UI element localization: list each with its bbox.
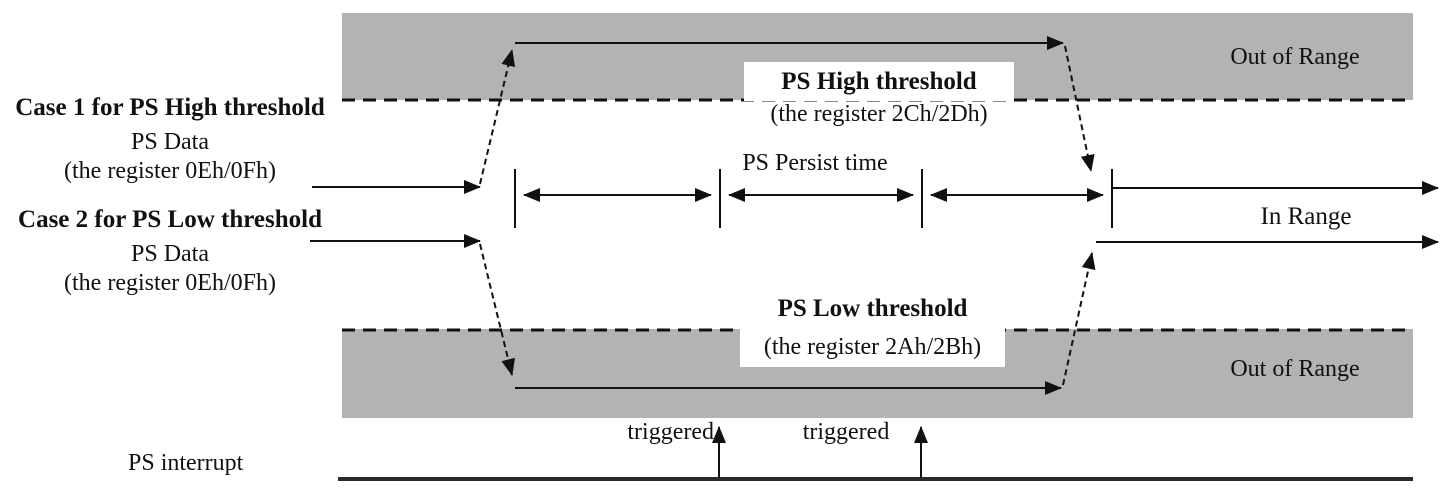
case2-title: Case 2 for PS Low threshold: [18, 206, 322, 233]
low-threshold-title: PS Low threshold: [777, 295, 968, 322]
persist-time-label: PS Persist time: [742, 150, 888, 176]
persist-time-ticks: [514, 169, 1113, 228]
high-threshold-register: (the register 2Ch/2Dh): [770, 101, 988, 127]
out-of-range-label-top: Out of Range: [1230, 44, 1360, 70]
case1-title: Case 1 for PS High threshold: [15, 94, 325, 121]
triggered-label-1: triggered: [627, 419, 714, 445]
out-of-range-label-bottom: Out of Range: [1230, 356, 1360, 382]
case2-ps-data-label: PS Data: [131, 241, 209, 267]
case2-register-label: (the register 0Eh/0Fh): [64, 270, 276, 296]
case1-signal-path: [312, 36, 1439, 195]
triggered-label-2: triggered: [802, 419, 890, 445]
case1-ps-data-label: PS Data: [131, 129, 209, 155]
low-threshold-register: (the register 2Ah/2Bh): [740, 328, 1005, 367]
case1-register-label: (the register 0Eh/0Fh): [64, 158, 276, 184]
ps-interrupt-label: PS interrupt: [128, 450, 244, 476]
in-range-label: In Range: [1260, 203, 1352, 230]
case2-signal-path: [310, 234, 1439, 395]
high-threshold-title: PS High threshold: [744, 62, 1014, 101]
